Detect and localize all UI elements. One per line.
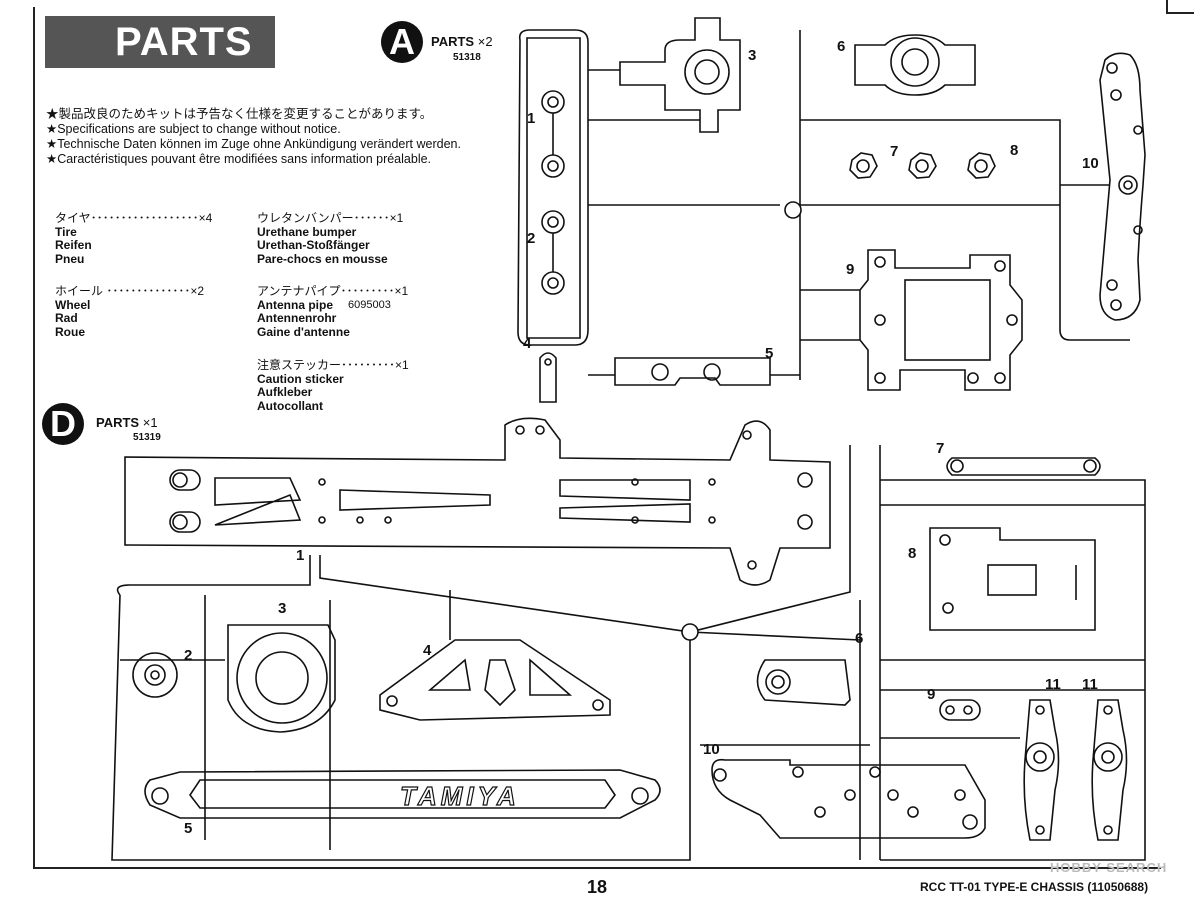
tree-a-part-8	[967, 152, 996, 179]
disclaimer-line: ★Caractéristiques pouvant être modifiées…	[46, 152, 432, 166]
parts-list-wheel: ホイール ･･････････････×2 Wheel Rad Roue	[55, 284, 205, 339]
disclaimer-line: ★Technische Daten können im Zuge ohne An…	[46, 137, 461, 151]
tree-d-part-7	[946, 457, 1101, 476]
tree-d-label-2: 2	[184, 647, 193, 664]
tree-d-part-1	[124, 417, 831, 586]
tree-d-label-11: 11	[1082, 676, 1098, 693]
tree-d-part-10	[711, 758, 986, 839]
parts-list-sticker: 注意ステッカー･････････×1 Caution sticker Aufkl…	[257, 358, 409, 413]
page-number: 18	[587, 877, 608, 897]
tree-a-label-8: 8	[1010, 142, 1019, 159]
tree-d-label-9: 9	[927, 686, 936, 703]
parts-list-antenna: アンテナパイプ･････････×1 Antenna pipe Antennen…	[257, 284, 409, 339]
tree-d-label-7: 7	[936, 440, 945, 457]
tree-d-part-3	[227, 624, 336, 733]
tree-d-runner	[111, 445, 1146, 861]
tamiya-logo: TAMIYA	[400, 781, 520, 811]
tree-d-code: 51319	[133, 432, 161, 443]
tree-a-label-6: 6	[837, 38, 846, 55]
corner-mark	[1166, 12, 1194, 14]
disclaimer: ★製品改良のためキットは予告なく仕様を変更することがあります。 ★Specifi…	[46, 107, 461, 167]
tree-d-part-4	[379, 639, 611, 721]
tree-a-label-3: 3	[748, 47, 757, 64]
tree-d-label-6: 6	[855, 630, 864, 647]
tree-d-label-5: 5	[184, 820, 193, 837]
tree-a-label-1: 1	[527, 110, 536, 127]
tree-a-label-10: 10	[1082, 155, 1099, 172]
tree-d-label-1: 1	[296, 547, 305, 564]
tree-a-runner	[517, 29, 1130, 380]
tree-d-part-11	[1023, 699, 1128, 841]
tree-d-label-8: 8	[908, 545, 917, 562]
tree-d-label-3: 3	[278, 600, 287, 617]
page-frame	[33, 7, 1161, 869]
tree-a-badge: A	[381, 21, 423, 63]
tree-d-label: PARTS ×1	[96, 415, 158, 430]
tree-a-label-2: 2	[527, 230, 536, 247]
page-title: PARTS	[45, 16, 275, 68]
antenna-code: 6095003	[348, 299, 391, 311]
tree-d-part-2	[132, 652, 178, 698]
tree-a-code: 51318	[453, 52, 481, 63]
tree-d-badge: D	[42, 403, 84, 445]
tree-a-part-1	[541, 90, 565, 178]
tree-a-part-9	[859, 249, 1023, 391]
tree-a-part-10	[1099, 52, 1146, 321]
tree-d-label-11: 11	[1045, 676, 1061, 693]
tree-d-part-8	[929, 527, 1096, 631]
tree-d-label-10: 10	[703, 741, 720, 758]
corner-mark	[1166, 0, 1168, 14]
tree-a-part-5	[614, 357, 771, 386]
tree-a-part-3	[619, 17, 741, 133]
tree-a-part-4	[539, 352, 557, 403]
footer-title: RCC TT-01 TYPE-E CHASSIS (11050688)	[920, 880, 1149, 894]
disclaimer-line: ★製品改良のためキットは予告なく仕様を変更することがあります。	[46, 107, 433, 121]
tree-a-label-5: 5	[765, 345, 774, 362]
tree-a-label-7: 7	[890, 143, 899, 160]
tree-a-part-6	[854, 34, 976, 96]
tree-a-label: PARTS ×2	[431, 34, 493, 49]
disclaimer-line: ★Specifications are subject to change wi…	[46, 122, 341, 136]
parts-list-tire: タイヤ･･････････････････×4 Tire Reifen Pneu	[55, 211, 213, 266]
tree-a-label-4: 4	[523, 335, 532, 352]
tree-d-part-6	[756, 659, 851, 706]
parts-list-bumper: ウレタンバンパー･･････×1 Urethane bumper Urethan…	[257, 211, 404, 266]
tree-d-part-5	[144, 769, 661, 819]
tree-a-label-9: 9	[846, 261, 855, 278]
tree-d-part-9	[939, 699, 981, 721]
tree-a-part-2	[541, 210, 565, 295]
tree-d-label-4: 4	[423, 642, 432, 659]
tree-a-part-7	[849, 152, 937, 179]
watermark: HOBBY SEARCH	[1050, 860, 1168, 875]
